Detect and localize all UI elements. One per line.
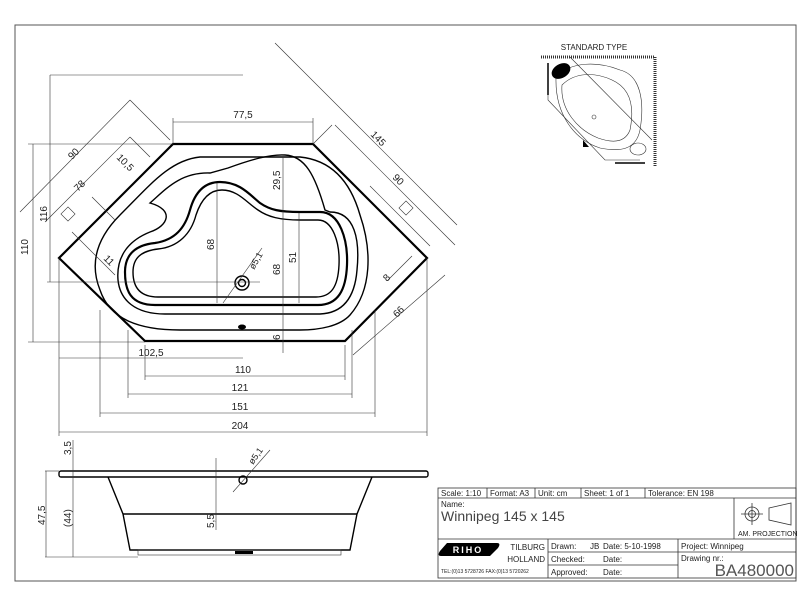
dim-height-44: (44): [63, 509, 74, 527]
checked-date: Date:: [603, 555, 622, 564]
name-value: Winnipeg 145 x 145: [441, 508, 565, 524]
seat-outline: [117, 154, 359, 315]
dim-bottom-102-5: 102,5: [138, 348, 163, 359]
standard-type-inset: STANDARD TYPE: [541, 43, 657, 167]
dim-top-width: 77,5: [233, 110, 253, 121]
riho-logo: RIHO: [438, 543, 500, 556]
control-icon-left: [60, 206, 76, 222]
side-view: 3,5 47,5 (44) 5,5 ø5,1: [37, 440, 429, 558]
drawing-nr-label: Drawing nr.:: [681, 554, 724, 563]
drawing-number: BA480000: [715, 561, 794, 580]
sheet-field: Sheet: 1 of 1: [584, 489, 630, 498]
approved-label: Approved:: [551, 568, 587, 577]
dim-basin-68-right: 68: [272, 263, 283, 275]
project-field: Project: Winnipeg: [681, 542, 744, 551]
projection-symbol-icon: [741, 502, 792, 526]
dim-rim-3-5: 3,5: [63, 441, 74, 455]
format-field: Format: A3: [490, 489, 530, 498]
approved-date: Date:: [603, 568, 622, 577]
dimension-lines: [19, 42, 458, 436]
company-contact: TEL:(0)13 5728726 FAX:(0)13 5720262: [441, 569, 529, 575]
tolerance-field: Tolerance: EN 198: [648, 489, 714, 498]
dim-bottom-110: 110: [235, 365, 251, 376]
basin-inner: [132, 189, 340, 298]
headrest-icon: [551, 63, 571, 79]
overflow-side-icon: [238, 475, 248, 485]
checked-label: Checked:: [551, 555, 585, 564]
dim-height-110: 110: [20, 239, 31, 255]
projection-label: AM. PROJECTION: [738, 531, 798, 538]
drawn-label: Drawn:: [551, 542, 576, 551]
dim-rim-6: 6: [272, 334, 283, 340]
control-icon-right: [398, 200, 414, 216]
standard-type-label: STANDARD TYPE: [561, 43, 627, 52]
svg-text:RIHO: RIHO: [453, 545, 484, 555]
inner-rim: [94, 156, 369, 331]
side-rim: [58, 470, 429, 478]
basin-outer: [123, 180, 349, 307]
overflow-icon: [238, 324, 246, 330]
drawing-frame: [14, 24, 797, 582]
company-country: HOLLAND: [507, 555, 545, 564]
dim-overflow-5-5: 5,5: [206, 514, 217, 528]
company-city: TILBURG: [510, 543, 545, 552]
dim-bottom-151: 151: [232, 402, 249, 413]
dim-height-116: 116: [39, 206, 50, 222]
drawn-date: Date: 5-10-1998: [603, 542, 661, 551]
dim-basin-68-left: 68: [206, 238, 217, 250]
dim-bottom-121: 121: [232, 383, 249, 394]
dim-seat-29-5: 29,5: [272, 170, 283, 190]
unit-field: Unit: cm: [538, 489, 568, 498]
dim-basin-51: 51: [288, 251, 299, 263]
scale-field: Scale: 1:10: [441, 489, 482, 498]
name-label: Name:: [441, 500, 465, 509]
dim-bottom-204: 204: [232, 421, 249, 432]
dim-height-47-5: 47,5: [37, 505, 48, 525]
drawn-by: JB: [590, 542, 599, 551]
